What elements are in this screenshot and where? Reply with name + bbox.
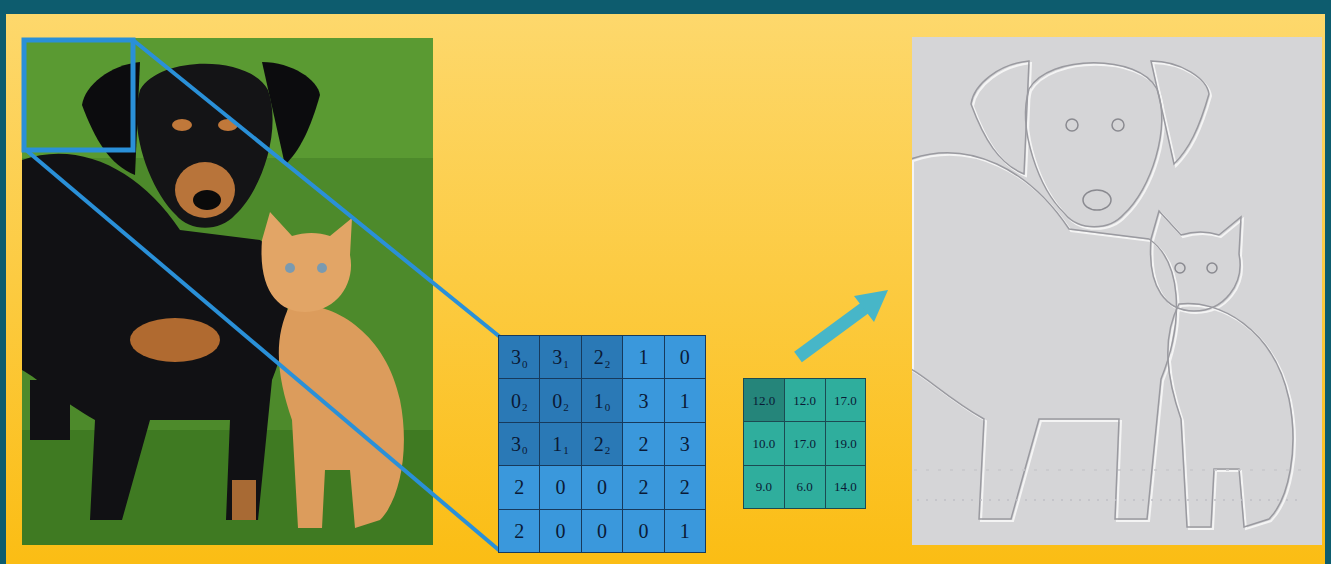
input-cell: 3 bbox=[664, 422, 706, 466]
input-cell: 2 bbox=[622, 422, 664, 466]
kernel-weight: 2 bbox=[605, 445, 611, 456]
output-cell: 19.0 bbox=[825, 421, 867, 465]
output-cell: 12.0 bbox=[743, 378, 785, 422]
output-cell: 10.0 bbox=[743, 421, 785, 465]
input-value: 0 bbox=[597, 521, 607, 541]
input-value: 2 bbox=[594, 347, 604, 367]
input-cell: 2 bbox=[498, 509, 540, 553]
input-cell: 31 bbox=[539, 335, 581, 379]
input-value: 2 bbox=[680, 477, 690, 497]
output-value: 12.0 bbox=[793, 394, 816, 407]
output-cell: 17.0 bbox=[784, 421, 826, 465]
input-cell: 0 bbox=[581, 509, 623, 553]
kernel-weight: 0 bbox=[522, 359, 528, 370]
input-cell: 1 bbox=[664, 378, 706, 422]
input-value: 2 bbox=[594, 434, 604, 454]
input-value: 1 bbox=[552, 434, 562, 454]
kernel-weight: 0 bbox=[522, 445, 528, 456]
input-cell: 1 bbox=[622, 335, 664, 379]
input-value: 2 bbox=[638, 477, 648, 497]
input-value: 3 bbox=[552, 347, 562, 367]
input-cell: 0 bbox=[622, 509, 664, 553]
input-cell: 0 bbox=[664, 335, 706, 379]
output-value: 14.0 bbox=[834, 480, 857, 493]
input-cell: 0 bbox=[539, 465, 581, 509]
input-value: 0 bbox=[597, 477, 607, 497]
input-value: 2 bbox=[514, 477, 524, 497]
output-value: 17.0 bbox=[793, 437, 816, 450]
input-cell: 02 bbox=[539, 378, 581, 422]
input-cell: 02 bbox=[498, 378, 540, 422]
output-value: 10.0 bbox=[753, 437, 776, 450]
input-value: 0 bbox=[556, 521, 566, 541]
input-cell: 2 bbox=[498, 465, 540, 509]
output-cell: 12.0 bbox=[784, 378, 826, 422]
input-value: 3 bbox=[511, 347, 521, 367]
input-cell: 2 bbox=[622, 465, 664, 509]
kernel-weight: 2 bbox=[563, 402, 569, 413]
input-value: 1 bbox=[594, 391, 604, 411]
output-value: 19.0 bbox=[834, 437, 857, 450]
kernel-weight: 1 bbox=[563, 445, 569, 456]
input-cell: 30 bbox=[498, 422, 540, 466]
input-value: 1 bbox=[638, 347, 648, 367]
input-cell: 3 bbox=[622, 378, 664, 422]
input-cell: 10 bbox=[581, 378, 623, 422]
input-cell: 22 bbox=[581, 422, 623, 466]
embossed-image bbox=[912, 37, 1322, 545]
input-value: 0 bbox=[680, 347, 690, 367]
output-cell: 9.0 bbox=[743, 465, 785, 509]
input-value: 0 bbox=[511, 391, 521, 411]
input-value: 0 bbox=[638, 521, 648, 541]
output-cell: 6.0 bbox=[784, 465, 826, 509]
kernel-weight: 1 bbox=[563, 359, 569, 370]
output-value: 9.0 bbox=[756, 480, 772, 493]
kernel-weight: 2 bbox=[605, 359, 611, 370]
input-value: 3 bbox=[511, 434, 521, 454]
input-cell: 0 bbox=[581, 465, 623, 509]
input-cell: 11 bbox=[539, 422, 581, 466]
input-value: 3 bbox=[638, 391, 648, 411]
input-cell: 22 bbox=[581, 335, 623, 379]
input-value: 3 bbox=[680, 434, 690, 454]
input-value: 2 bbox=[514, 521, 524, 541]
input-value: 1 bbox=[680, 391, 690, 411]
input-cell: 30 bbox=[498, 335, 540, 379]
input-cell: 0 bbox=[539, 509, 581, 553]
output-value: 6.0 bbox=[797, 480, 813, 493]
input-cell: 1 bbox=[664, 509, 706, 553]
output-value: 17.0 bbox=[834, 394, 857, 407]
input-cell: 2 bbox=[664, 465, 706, 509]
output-cell: 14.0 bbox=[825, 465, 867, 509]
output-cell: 17.0 bbox=[825, 378, 867, 422]
input-value: 2 bbox=[638, 434, 648, 454]
input-value: 0 bbox=[552, 391, 562, 411]
output-value: 12.0 bbox=[753, 394, 776, 407]
input-value: 1 bbox=[680, 521, 690, 541]
kernel-weight: 2 bbox=[522, 402, 528, 413]
kernel-weight: 0 bbox=[605, 402, 611, 413]
input-value: 0 bbox=[556, 477, 566, 497]
